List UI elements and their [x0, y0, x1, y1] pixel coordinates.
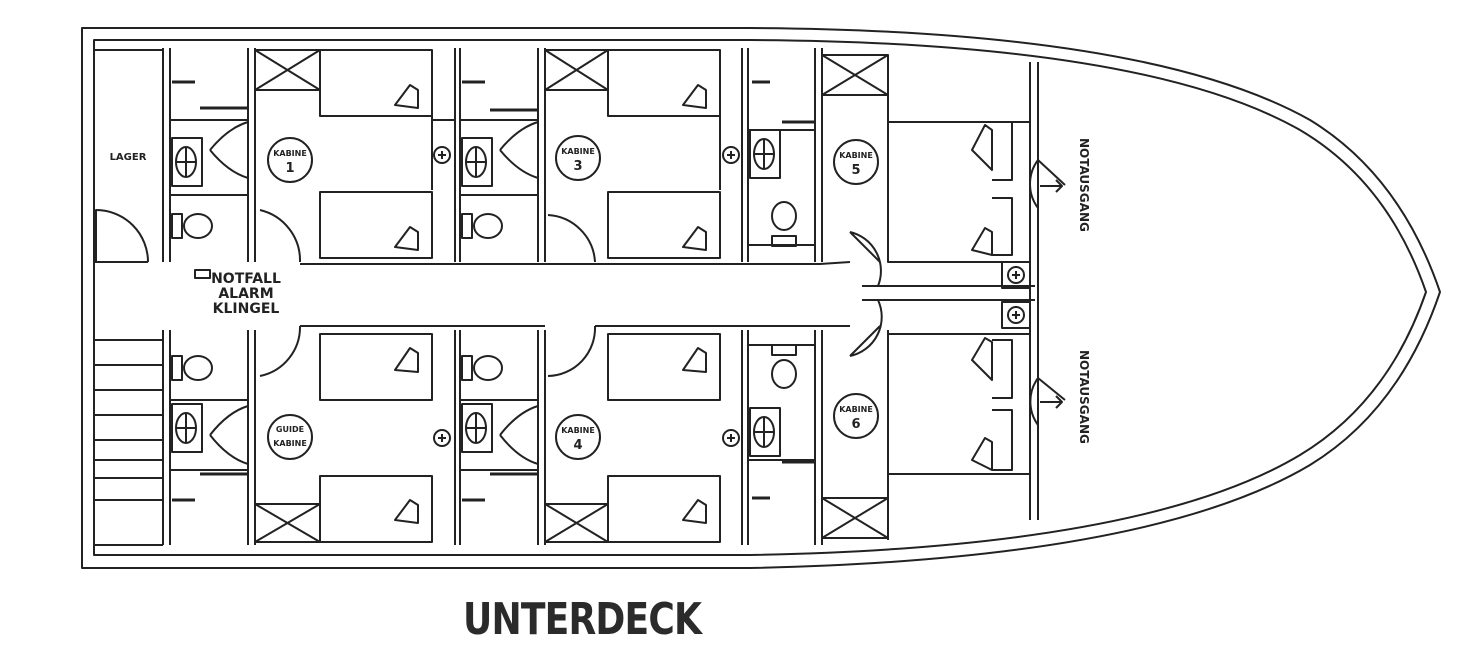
- bed: [887, 333, 1031, 475]
- corridor-bottom-wall: [300, 299, 1035, 327]
- bed: [607, 49, 721, 117]
- cabin-circle: [555, 135, 601, 181]
- cupboards: [431, 50, 1013, 542]
- cabin-3-word: KABINE: [561, 147, 595, 156]
- fan-units: [433, 146, 1031, 447]
- cabin-6-word: KABINE: [839, 405, 873, 414]
- cabin-circle: [833, 393, 879, 439]
- bed: [887, 121, 1031, 263]
- sinks: [171, 129, 781, 457]
- alarm-label-2: ALARM: [218, 286, 273, 302]
- wardrobes: [254, 49, 889, 543]
- hull-inner: [93, 39, 1427, 556]
- pillow-marks: [394, 84, 993, 524]
- bed: [319, 333, 433, 401]
- toilets: [171, 201, 797, 389]
- door-arcs: [95, 159, 1066, 426]
- cabin-4-word: KABINE: [561, 426, 595, 435]
- deck-title: UNTERDECK: [463, 594, 702, 645]
- bed: [607, 191, 721, 259]
- cabin-5-word: KABINE: [839, 151, 873, 160]
- bed: [319, 475, 433, 543]
- emergency-exit-label-bottom: NOTAUSGANG: [1077, 350, 1091, 444]
- emergency-exit-label-top: NOTAUSGANG: [1077, 138, 1091, 232]
- storage-label: LAGER: [110, 152, 147, 163]
- bath-door-curves: [209, 121, 539, 465]
- alarm-label-3: KLINGEL: [213, 301, 280, 317]
- bed: [319, 191, 433, 259]
- cabin-1-num: 1: [285, 161, 294, 176]
- corridor-top-wall: [94, 261, 1035, 287]
- cabin-circle: [555, 414, 601, 460]
- exit-arrow: [1040, 395, 1063, 409]
- bed: [607, 333, 721, 401]
- cabin-circle: [267, 137, 313, 183]
- cabin-circle: [833, 139, 879, 185]
- exit-arrow: [1040, 179, 1063, 193]
- guide-cabin-sub: KABINE: [273, 439, 307, 448]
- guide-cabin-word: GUIDE: [276, 425, 304, 434]
- cabin-6-num: 6: [851, 417, 860, 432]
- hull-outline: [81, 27, 1441, 569]
- cabin-circle: [267, 414, 313, 460]
- cabin-3-num: 3: [573, 159, 582, 174]
- cabin-5-num: 5: [851, 163, 860, 178]
- stairs: [94, 339, 163, 546]
- cabin-1-word: KABINE: [273, 149, 307, 158]
- alarm-label-1: NOTFALL: [211, 271, 281, 287]
- bed: [607, 475, 721, 543]
- bed: [319, 49, 433, 117]
- alarm-bell-icon: [194, 269, 211, 279]
- cabin-4-num: 4: [573, 438, 582, 453]
- shower-marks: [172, 80, 815, 502]
